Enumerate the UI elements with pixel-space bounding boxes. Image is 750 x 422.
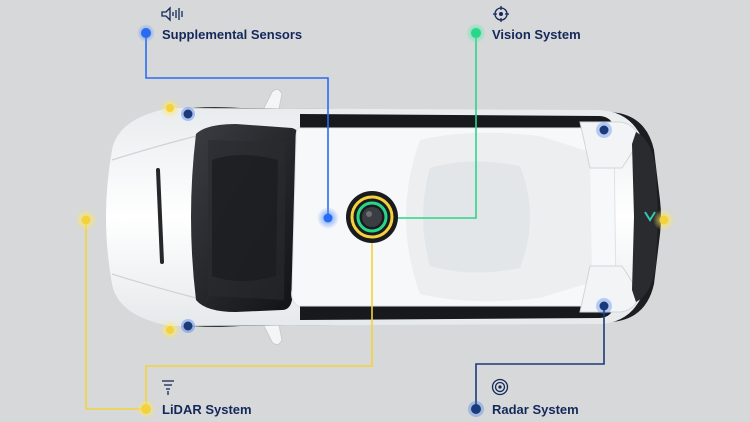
supplemental-sensors-label: Supplemental Sensors (162, 27, 303, 42)
lidar-beam-icon (162, 380, 174, 395)
label-markers (136, 23, 486, 419)
rear-bumper (632, 132, 658, 302)
right-mirror (261, 319, 283, 346)
rear-fin-left (579, 121, 641, 169)
roof-lidar-dome (346, 191, 398, 243)
connector-lines (85, 33, 605, 410)
radar-dot-rear-right (599, 301, 609, 311)
lidar-line-1 (85, 220, 146, 410)
lidar-line-2 (145, 238, 373, 409)
left-mirror (261, 88, 283, 115)
right-window-strip (300, 306, 614, 320)
lidar-dot-front-left (166, 104, 174, 112)
supplemental-sensor-dot (323, 213, 333, 223)
hood-vent (156, 168, 164, 264)
lidar-dot-front (81, 215, 91, 225)
radar-dot-rear-left (599, 125, 609, 135)
radar-dot-front-right (183, 321, 193, 331)
radar-marker (471, 404, 481, 414)
lidar-dot-rear (659, 215, 669, 225)
lidar-system-label: LiDAR System (162, 402, 252, 417)
speaker-icon (161, 6, 183, 22)
supplemental-marker (141, 28, 151, 38)
radar-line (475, 306, 605, 409)
vehicle (106, 88, 661, 346)
lidar-dot-front-right (166, 326, 174, 334)
radar-dot-front-left (183, 109, 193, 119)
left-window-strip (300, 114, 614, 128)
radar-icon (491, 378, 509, 396)
rear-fin-right (579, 265, 641, 313)
supplemental-line (145, 33, 329, 218)
sensor-dots (75, 98, 675, 340)
lidar-marker (141, 404, 151, 414)
camera-aperture-icon (493, 6, 509, 22)
radar-system-label: Radar System (492, 402, 579, 417)
vision-marker (471, 28, 481, 38)
rear-logo-icon (644, 211, 656, 222)
vision-system-label: Vision System (492, 27, 581, 42)
vision-line (388, 33, 477, 219)
